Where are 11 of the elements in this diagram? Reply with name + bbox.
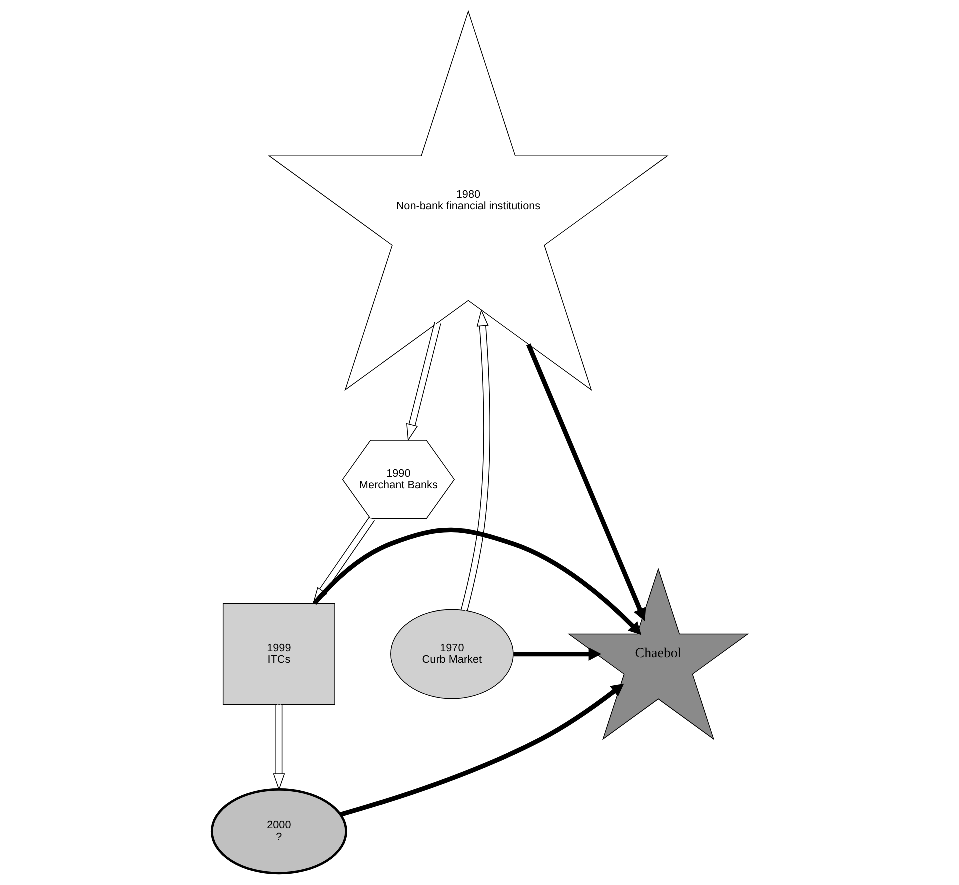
node-ellipse: 1970 Curb Market — [390, 609, 514, 700]
node-ellipse: 2000 ? — [210, 788, 347, 875]
node-box: 1999 ITCs — [222, 603, 335, 706]
arrow — [526, 344, 646, 622]
arrow — [460, 309, 490, 612]
arrow — [513, 648, 602, 661]
arrow — [406, 322, 441, 442]
arrow — [340, 684, 624, 817]
arrow — [312, 516, 375, 605]
arrow — [272, 704, 285, 791]
arrow — [312, 528, 642, 636]
